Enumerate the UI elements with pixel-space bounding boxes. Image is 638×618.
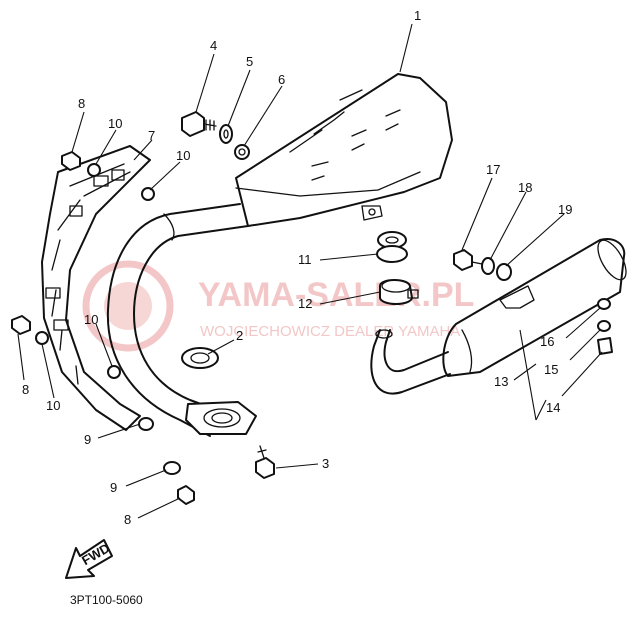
callout-4: 4 — [210, 38, 217, 53]
callout-8-bottom: 8 — [124, 512, 131, 527]
heat-protector-part — [41, 145, 151, 431]
silencer-part — [370, 238, 627, 395]
callout-2: 2 — [236, 328, 243, 343]
callout-10-left: 10 — [46, 398, 60, 413]
callout-10-middle: 10 — [84, 312, 98, 327]
callout-8-top: 8 — [78, 96, 85, 111]
callout-8-left: 8 — [22, 382, 29, 397]
callout-11: 11 — [298, 252, 312, 267]
watermark: YAMA-SALER.PL WOJCIECHOWICZ DEALER YAMAH… — [82, 260, 474, 352]
callout-16: 16 — [540, 334, 554, 349]
callout-7: 7 — [148, 128, 155, 143]
forward-arrow-icon: FWD — [65, 539, 113, 579]
muffler-part — [235, 73, 453, 227]
callout-10-right: 10 — [176, 148, 190, 163]
callout-3: 3 — [322, 456, 329, 471]
callout-13: 13 — [494, 374, 508, 389]
grommet-part — [376, 231, 408, 263]
callout-12: 12 — [298, 296, 312, 311]
callout-labels: 1 2 3 4 5 6 7 8 8 8 9 9 10 10 10 10 11 1… — [22, 8, 572, 527]
exhaust-pipe-part — [106, 203, 257, 437]
watermark-title: YAMA-SALER.PL — [198, 276, 474, 314]
callout-17: 17 — [486, 162, 500, 177]
callout-15: 15 — [544, 362, 558, 377]
drawing-code: 3PT100-5060 — [70, 593, 143, 607]
callout-5: 5 — [246, 54, 253, 69]
callout-10-top: 10 — [108, 116, 122, 131]
clamp-part — [379, 279, 419, 305]
leader-lines — [17, 23, 603, 519]
callout-9-lower: 9 — [110, 480, 117, 495]
watermark-subtitle: WOJCIECHOWICZ DEALER YAMAHA — [200, 323, 460, 340]
callout-19: 19 — [558, 202, 572, 217]
callout-9-upper: 9 — [84, 432, 91, 447]
callout-14: 14 — [546, 400, 560, 415]
callout-6: 6 — [278, 72, 285, 87]
fasteners — [11, 111, 613, 505]
callout-1: 1 — [414, 8, 421, 23]
callout-18: 18 — [518, 180, 532, 195]
